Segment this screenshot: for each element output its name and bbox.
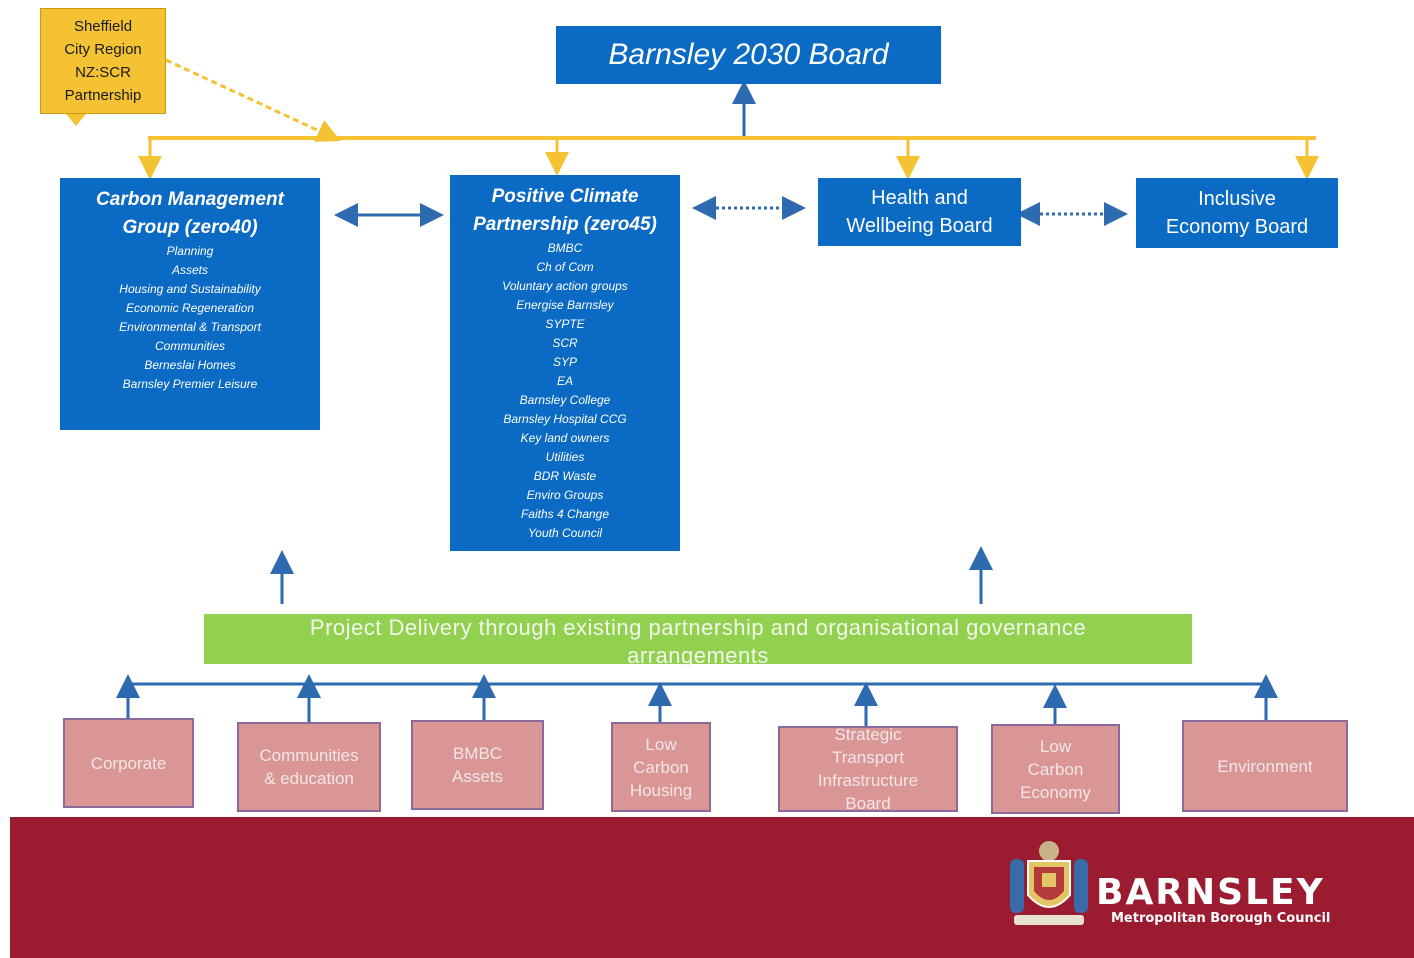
climate-member-item: Energise Barnsley xyxy=(516,298,614,312)
project-low-carbon-housing: Low Carbon Housing xyxy=(611,722,711,812)
climate-member-item: Voluntary action groups xyxy=(502,279,628,293)
delivery-line: arrangements xyxy=(627,643,769,668)
scr-callout: Sheffield City Region NZ:SCR Partnership xyxy=(40,8,166,114)
carbon-member-item: Barnsley Premier Leisure xyxy=(122,377,258,391)
climate-member-item: SYP xyxy=(552,355,577,369)
carbon-management-group: Carbon Management Group (zero40) Plannin… xyxy=(60,178,320,430)
callout-pointer xyxy=(66,114,86,126)
inclusive-economy-board: Inclusive Economy Board xyxy=(1136,178,1338,248)
climate-member-item: Enviro Groups xyxy=(526,488,604,502)
carbon-member-item: Communities xyxy=(154,339,226,353)
climate-member-item: Youth Council xyxy=(527,526,603,540)
climate-title-line: Partnership (zero45) xyxy=(473,214,657,235)
project-label: Economy xyxy=(1020,782,1091,802)
project-label: Assets xyxy=(451,767,504,786)
carbon-title-line: Carbon Management xyxy=(96,189,284,210)
footer-band: BARNSLEY Metropolitan Borough Council xyxy=(10,817,1414,958)
project-label: Communities xyxy=(259,746,359,765)
project-strategic-transport: Strategic Transport Infrastructure Board xyxy=(778,726,958,812)
economy-line: Economy Board xyxy=(1165,216,1309,238)
carbon-member-item: Economic Regeneration xyxy=(125,301,255,315)
climate-member-item: Key land owners xyxy=(520,431,610,445)
climate-member-item: Utilities xyxy=(545,450,585,464)
project-label: Housing xyxy=(629,780,693,800)
climate-member-item: SYPTE xyxy=(545,317,585,331)
carbon-title-line: Group (zero40) xyxy=(122,217,258,238)
project-label: Environment xyxy=(1217,756,1313,776)
project-label: Infrastructure xyxy=(817,771,919,790)
barnsley-2030-board: Barnsley 2030 Board xyxy=(556,26,941,84)
project-label: Transport xyxy=(831,748,905,767)
council-name: BARNSLEY xyxy=(1096,872,1325,913)
climate-member-item: Barnsley College xyxy=(519,393,611,407)
project-label: Carbon xyxy=(1027,759,1084,779)
carbon-member-item: Environmental & Transport xyxy=(119,320,261,334)
climate-member-item: Ch of Com xyxy=(536,260,594,274)
project-label: Corporate xyxy=(90,753,167,773)
climate-member-item: BMBC xyxy=(547,241,583,255)
climate-title-line: Positive Climate xyxy=(491,186,639,207)
callout-dashed-link xyxy=(165,58,341,142)
carbon-member-item: Planning xyxy=(166,244,214,258)
project-label: Carbon xyxy=(633,757,689,777)
health-line: Health and xyxy=(871,187,968,209)
coat-of-arms-icon xyxy=(1004,837,1094,929)
climate-member-item: BDR Waste xyxy=(533,469,597,483)
climate-member-item: Barnsley Hospital CCG xyxy=(503,412,627,426)
carbon-member-item: Berneslai Homes xyxy=(144,358,236,372)
project-bmbc-assets: BMBC Assets xyxy=(411,720,544,810)
delivery-line: Project Delivery through existing partne… xyxy=(309,615,1087,640)
health-line: Wellbeing Board xyxy=(846,215,993,237)
project-delivery-bar: Project Delivery through existing partne… xyxy=(204,614,1192,668)
climate-member-item: SCR xyxy=(552,336,578,350)
carbon-member-item: Assets xyxy=(171,263,208,277)
project-label: Low xyxy=(1039,736,1072,756)
callout-line: Sheffield xyxy=(73,18,133,35)
project-label: BMBC xyxy=(452,744,503,763)
board-title: Barnsley 2030 Board xyxy=(608,38,889,71)
project-low-carbon-economy: Low Carbon Economy xyxy=(991,724,1120,814)
economy-line: Inclusive xyxy=(1198,188,1276,210)
project-environment: Environment xyxy=(1182,720,1348,812)
project-label: Strategic xyxy=(834,726,902,744)
project-label: Board xyxy=(845,794,891,812)
project-communities-education: Communities & education xyxy=(237,722,381,812)
council-subtitle: Metropolitan Borough Council xyxy=(1111,911,1331,926)
project-label: & education xyxy=(264,769,354,788)
health-wellbeing-board: Health and Wellbeing Board xyxy=(818,178,1021,246)
callout-line: Partnership xyxy=(64,87,142,104)
project-label: Low xyxy=(645,734,677,754)
project-corporate: Corporate xyxy=(63,718,194,808)
positive-climate-partnership: Positive Climate Partnership (zero45) BM… xyxy=(450,175,680,551)
callout-line: City Region xyxy=(64,41,142,58)
climate-member-item: Faiths 4 Change xyxy=(520,507,610,521)
callout-line: NZ:SCR xyxy=(75,64,131,81)
carbon-member-item: Housing and Sustainability xyxy=(119,282,261,296)
climate-member-item: EA xyxy=(556,374,573,388)
